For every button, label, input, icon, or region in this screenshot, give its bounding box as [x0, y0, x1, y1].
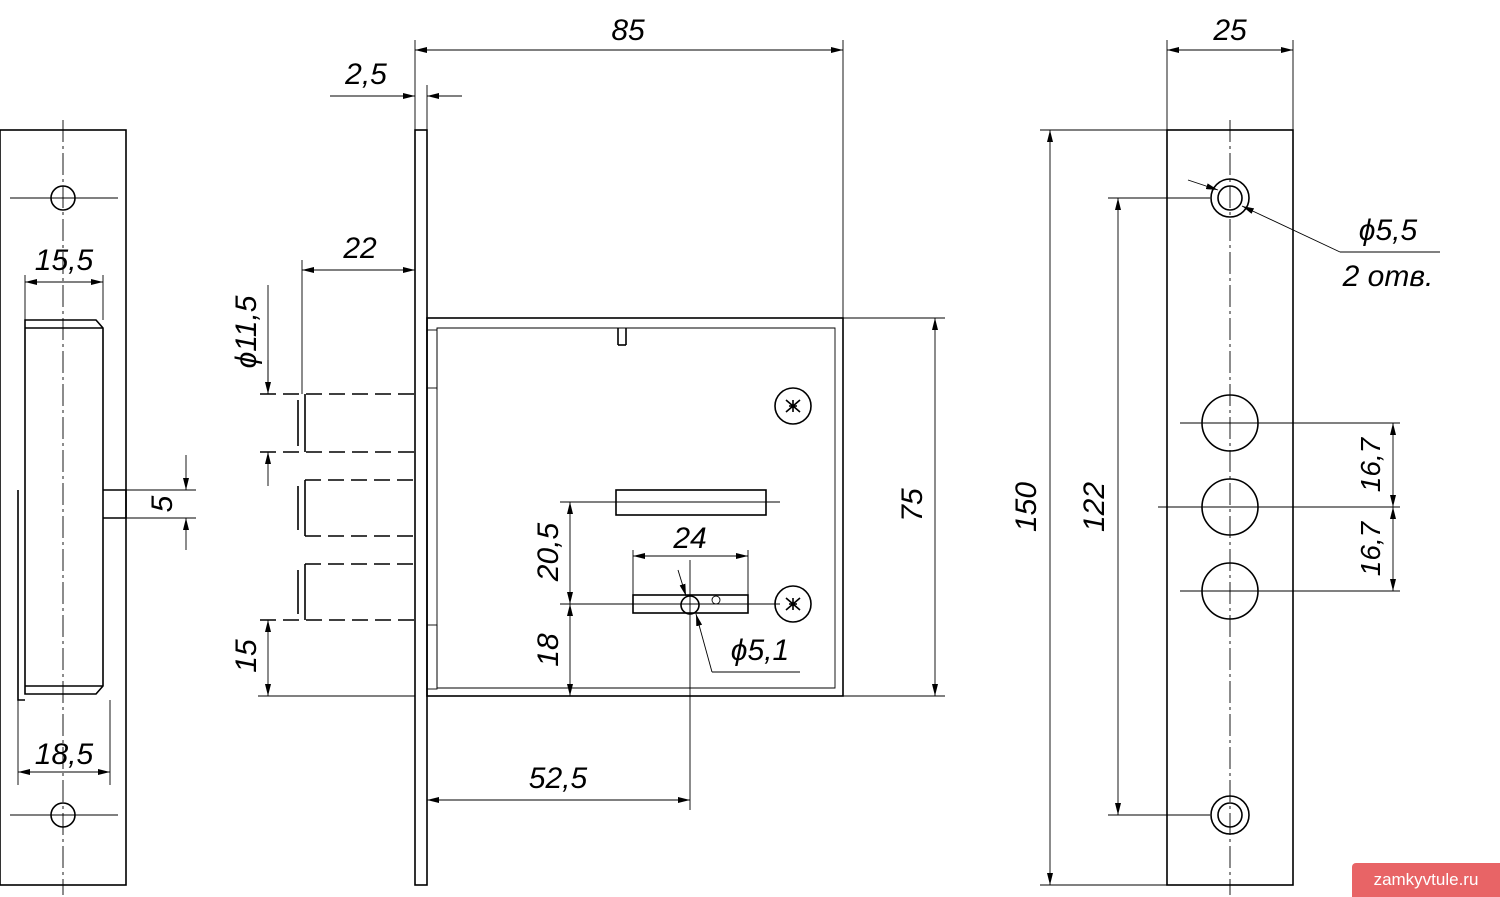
- dim-bottom-offset: 15: [230, 639, 263, 673]
- lock-body-side-view: 85 2,5 22 ϕ11,5 15 20,5 18 24 ϕ5,1: [230, 14, 945, 886]
- dim-bolt-spacing-top: 16,7: [1355, 436, 1386, 492]
- dim-plate-width: 25: [1212, 14, 1247, 47]
- dim-mount-hole-count: 2 отв.: [1342, 260, 1434, 293]
- dim-cylinder-setback: 22: [342, 232, 377, 265]
- dim-handle-offset: 20,5: [532, 522, 565, 582]
- dim-inner-width: 15,5: [35, 244, 94, 277]
- dim-plate-height: 150: [1010, 482, 1043, 532]
- screw-icon-bottom: [774, 585, 812, 623]
- dim-backset: 52,5: [529, 762, 588, 795]
- dim-body-height: 75: [896, 488, 929, 522]
- screw-icon-top: [774, 387, 812, 425]
- dim-faceplate-thickness: 2,5: [344, 58, 387, 91]
- dim-mount-hole-spacing: 122: [1078, 482, 1111, 532]
- dim-cylinder-diameter: ϕ11,5: [230, 295, 263, 368]
- mounting-plate-view: 25 150 122 ϕ5,5 2 отв. 16,7 16,7: [1010, 14, 1440, 895]
- dim-total-depth: 85: [611, 14, 645, 47]
- dim-outer-width: 18,5: [35, 738, 94, 771]
- dim-key-hole-diameter: ϕ5,1: [731, 634, 789, 667]
- dim-mount-hole-diameter: ϕ5,5: [1359, 214, 1418, 247]
- dim-bolt-spacing-bottom: 16,7: [1355, 520, 1386, 576]
- faceplate-front-view: 5 15,5 18,5: [0, 120, 196, 895]
- dim-key-bottom-offset: 18: [532, 633, 565, 667]
- dim-bolt-offset: 5: [146, 495, 179, 512]
- dim-key-width: 24: [672, 522, 706, 555]
- watermark-badge[interactable]: zamkyvtule.ru: [1352, 863, 1500, 897]
